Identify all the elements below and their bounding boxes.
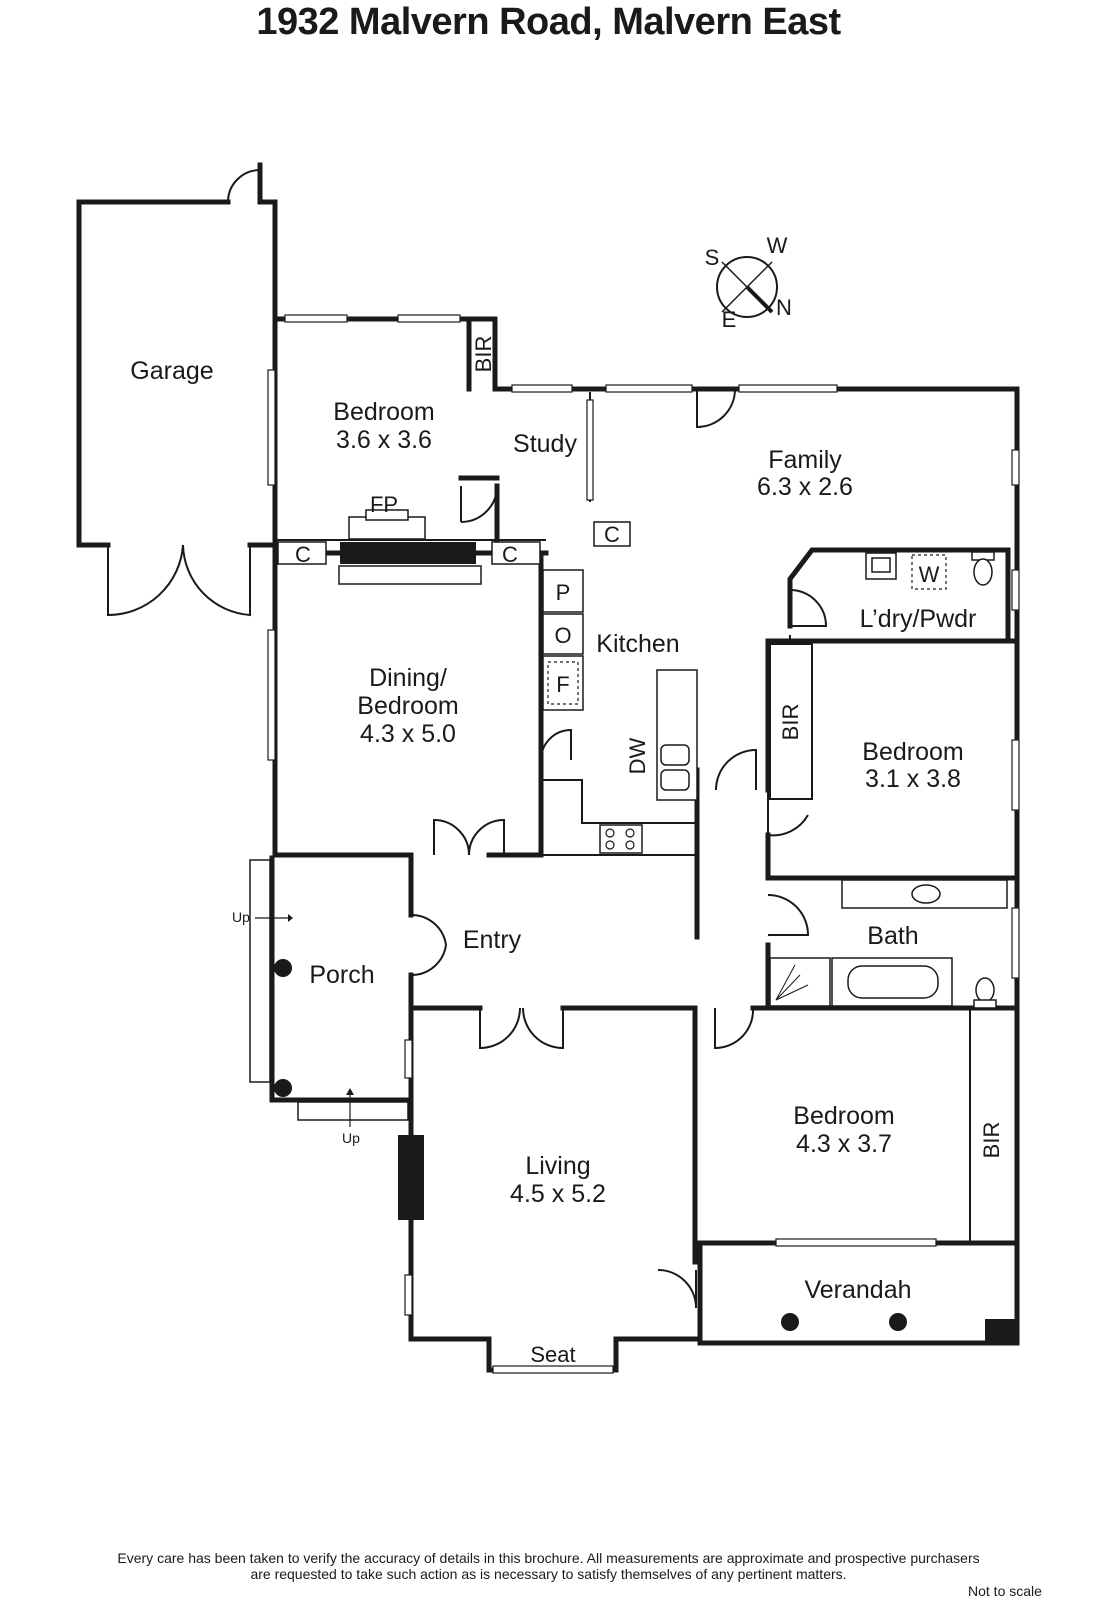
pantry-label: P [556,580,571,605]
family-label: Family [768,446,842,474]
living-size: 4.5 x 5.2 [510,1180,606,1208]
bedroom3-size: 4.3 x 3.7 [796,1130,892,1158]
dining-label-1: Dining/ [369,664,447,692]
entry-label: Entry [463,926,522,954]
oven-label: O [554,623,571,648]
garage-label: Garage [130,357,213,385]
garage-walls [76,162,278,617]
porch-up-bottom: Up [342,1130,360,1146]
dishwasher-label: DW [625,737,650,774]
bedroom1-label: Bedroom [333,398,434,426]
washer-label: W [919,562,940,587]
dining-label-2: Bedroom [357,692,458,720]
living-label: Living [525,1152,590,1180]
compass-icon [716,256,778,318]
porch-up-left: Up [232,909,250,925]
compass-n: N [776,295,792,320]
bedroom1-size: 3.6 x 3.6 [336,426,432,454]
dining-size: 4.3 x 5.0 [360,720,456,748]
disclaimer-line-2: are requested to take such action as is … [250,1566,847,1582]
compass-s: S [705,245,720,270]
kitchen-label: Kitchen [596,630,679,658]
laundry-label: L’dry/Pwdr [860,605,977,633]
study-closet: C [604,522,620,547]
study-label: Study [513,430,577,458]
verandah-label: Verandah [804,1276,911,1304]
closet-left: C [295,542,311,567]
bedroom1-bir: BIR [471,336,496,373]
compass-w: W [767,233,788,258]
bedroom2-label: Bedroom [862,738,963,766]
bath-label: Bath [867,922,918,950]
fridge-label: F [556,672,569,697]
bedroom2-bir: BIR [778,704,803,741]
seat-label: Seat [530,1342,575,1367]
windows [267,314,1020,1374]
scale-note: Not to scale [968,1583,1042,1599]
house-walls [272,316,1020,1373]
porch-label: Porch [309,961,374,989]
compass-e: E [722,307,737,332]
fixtures [249,509,1018,1343]
plan-title: 1932 Malvern Road, Malvern East [256,1,841,43]
disclaimer-line-1: Every care has been taken to verify the … [117,1550,980,1566]
disclaimer: Every care has been taken to verify the … [0,1550,1097,1582]
fireplace-label: FP [370,492,398,517]
bedroom3-label: Bedroom [793,1102,894,1130]
bedroom2-size: 3.1 x 3.8 [865,765,961,793]
closet-right: C [502,542,518,567]
family-size: 6.3 x 2.6 [757,473,853,501]
bedroom3-bir: BIR [979,1122,1004,1159]
doors [410,388,828,1309]
